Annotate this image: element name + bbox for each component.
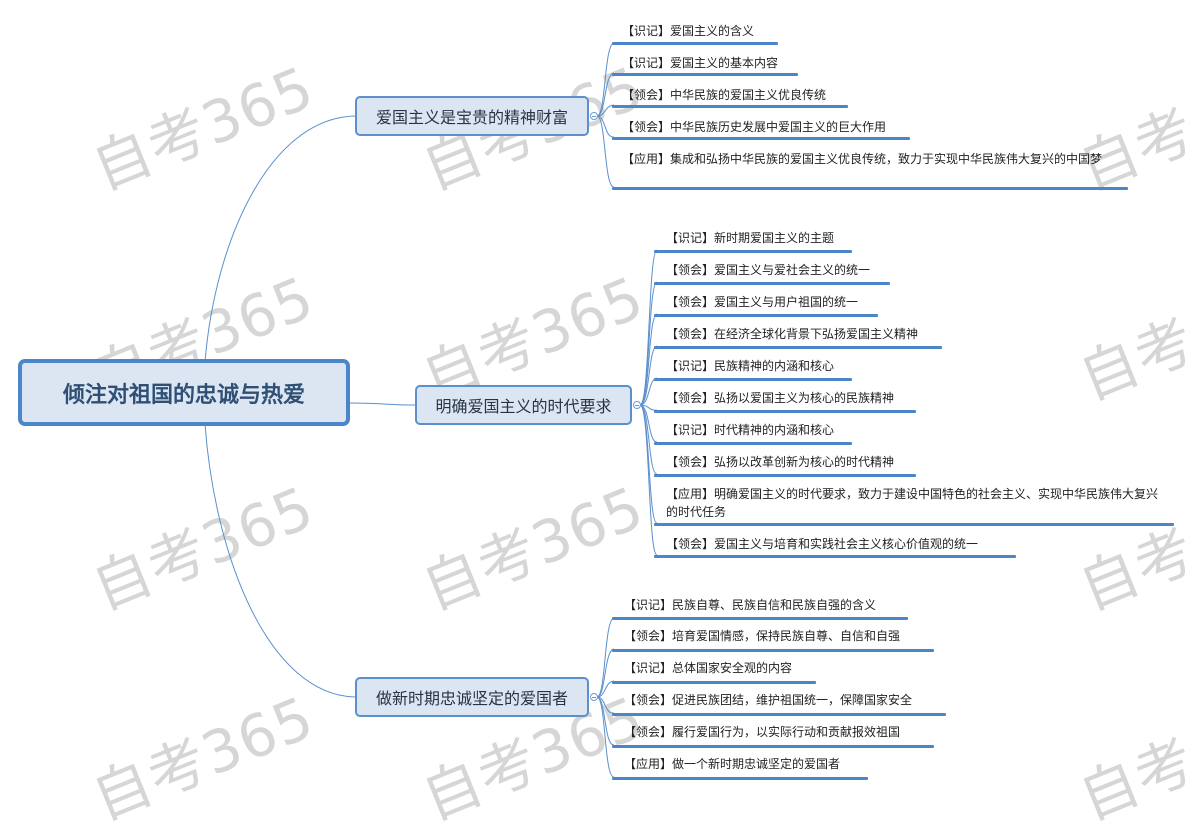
- leaf-underline: [612, 137, 910, 140]
- leaf-tag: 【识记】: [666, 231, 715, 245]
- branch-topic-2[interactable]: 明确爱国主义的时代要求: [415, 385, 632, 425]
- leaf-topic[interactable]: 【识记】爱国主义的基本内容: [622, 54, 778, 72]
- leaf-text: 弘扬以改革创新为核心的时代精神: [714, 455, 895, 469]
- leaf-underline: [654, 346, 942, 349]
- leaf-topic[interactable]: 【识记】民族自尊、民族自信和民族自强的含义: [624, 596, 876, 614]
- leaf-tag: 【领会】: [666, 537, 715, 551]
- leaf-tag: 【领会】: [666, 455, 715, 469]
- leaf-text: 集成和弘扬中华民族的爱国主义优良传统，致力于实现中华民族伟大复兴的中国梦: [670, 152, 1103, 166]
- leaf-topic[interactable]: 【领会】爱国主义与培育和实践社会主义核心价值观的统一: [666, 535, 978, 553]
- leaf-tag: 【识记】: [624, 661, 673, 675]
- leaf-underline: [612, 42, 778, 45]
- leaf-tag: 【应用】: [624, 757, 673, 771]
- leaf-topic[interactable]: 【识记】新时期爱国主义的主题: [666, 229, 834, 247]
- branch-topic-label: 做新时期忠诚坚定的爱国者: [375, 689, 568, 708]
- leaf-underline: [654, 474, 916, 477]
- leaf-underline: [612, 187, 1128, 190]
- leaf-tag: 【应用】: [666, 487, 715, 501]
- leaf-text: 爱国主义的含义: [670, 24, 755, 38]
- leaf-tag: 【领会】: [622, 120, 671, 134]
- leaf-topic[interactable]: 【领会】履行爱国行为，以实际行动和贡献报效祖国: [624, 723, 900, 741]
- leaf-tag: 【识记】: [666, 359, 715, 373]
- leaf-underline: [612, 681, 816, 684]
- leaf-topic[interactable]: 【领会】中华民族历史发展中爱国主义的巨大作用: [622, 118, 886, 136]
- leaf-text: 爱国主义与培育和实践社会主义核心价值观的统一: [714, 537, 979, 551]
- leaf-tag: 【领会】: [624, 725, 673, 739]
- branch-topic-label: 明确爱国主义的时代要求: [435, 397, 612, 416]
- leaf-topic[interactable]: 【应用】明确爱国主义的时代要求，致力于建设中国特色的社会主义、实现中华民族伟大复…: [666, 485, 1166, 521]
- leaf-text: 爱国主义与爱社会主义的统一: [714, 263, 871, 277]
- leaf-underline: [654, 314, 878, 317]
- leaf-text: 爱国主义的基本内容: [670, 56, 779, 70]
- leaf-text: 民族精神的内涵和核心: [714, 359, 835, 373]
- root-topic[interactable]: 倾注对祖国的忠诚与热爱: [18, 359, 350, 426]
- leaf-underline: [612, 777, 868, 780]
- collapse-toggle-icon[interactable]: [590, 693, 598, 701]
- collapse-toggle-icon[interactable]: [590, 112, 598, 120]
- leaf-topic[interactable]: 【领会】弘扬以爱国主义为核心的民族精神: [666, 389, 894, 407]
- leaf-topic[interactable]: 【应用】做一个新时期忠诚坚定的爱国者: [624, 755, 840, 773]
- leaf-text: 爱国主义与用户祖国的统一: [714, 295, 859, 309]
- leaf-underline: [654, 442, 852, 445]
- leaf-text: 时代精神的内涵和核心: [714, 423, 835, 437]
- leaf-topic[interactable]: 【识记】爱国主义的含义: [622, 22, 754, 40]
- leaf-topic[interactable]: 【领会】爱国主义与爱社会主义的统一: [666, 261, 870, 279]
- leaf-topic[interactable]: 【领会】促进民族团结，维护祖国统一，保障国家安全: [624, 691, 912, 709]
- mindmap-canvas: 自考365 自考365 自考365 自考365 自考365 自考365 自考36…: [18, 22, 1189, 833]
- leaf-underline: [654, 555, 1016, 558]
- leaf-tag: 【领会】: [624, 693, 673, 707]
- leaf-tag: 【识记】: [622, 56, 671, 70]
- leaf-tag: 【领会】: [624, 629, 673, 643]
- leaf-underline: [612, 649, 934, 652]
- leaf-underline: [654, 410, 916, 413]
- leaf-text: 中华民族历史发展中爱国主义的巨大作用: [670, 120, 887, 134]
- leaf-tag: 【识记】: [624, 598, 673, 612]
- branch-topic-1[interactable]: 爱国主义是宝贵的精神财富: [355, 96, 589, 136]
- leaf-tag: 【领会】: [666, 295, 715, 309]
- leaf-text: 做一个新时期忠诚坚定的爱国者: [672, 757, 841, 771]
- leaf-tag: 【应用】: [622, 152, 671, 166]
- leaf-underline: [612, 105, 848, 108]
- leaf-tag: 【领会】: [666, 263, 715, 277]
- leaf-text: 履行爱国行为，以实际行动和贡献报效祖国: [672, 725, 901, 739]
- leaf-topic[interactable]: 【领会】在经济全球化背景下弘扬爱国主义精神: [666, 325, 918, 343]
- leaf-text: 中华民族的爱国主义优良传统: [670, 88, 827, 102]
- leaf-underline: [654, 378, 852, 381]
- leaf-underline: [612, 713, 946, 716]
- leaf-text: 明确爱国主义的时代要求，致力于建设中国特色的社会主义、实现中华民族伟大复兴的时代…: [666, 487, 1159, 519]
- leaf-underline: [654, 523, 1174, 526]
- leaf-tag: 【领会】: [666, 327, 715, 341]
- leaf-tag: 【识记】: [666, 423, 715, 437]
- leaf-text: 促进民族团结，维护祖国统一，保障国家安全: [672, 693, 913, 707]
- leaf-topic[interactable]: 【领会】爱国主义与用户祖国的统一: [666, 293, 858, 311]
- leaf-underline: [654, 250, 852, 253]
- leaf-text: 新时期爱国主义的主题: [714, 231, 835, 245]
- leaf-text: 民族自尊、民族自信和民族自强的含义: [672, 598, 877, 612]
- collapse-toggle-icon[interactable]: [633, 401, 641, 409]
- branch-topic-label: 爱国主义是宝贵的精神财富: [375, 108, 568, 127]
- leaf-text: 培育爱国情感，保持民族自尊、自信和自强: [672, 629, 901, 643]
- leaf-topic[interactable]: 【应用】集成和弘扬中华民族的爱国主义优良传统，致力于实现中华民族伟大复兴的中国梦: [622, 150, 1122, 168]
- leaf-topic[interactable]: 【识记】民族精神的内涵和核心: [666, 357, 834, 375]
- leaf-topic[interactable]: 【识记】时代精神的内涵和核心: [666, 421, 834, 439]
- leaf-topic[interactable]: 【识记】总体国家安全观的内容: [624, 659, 792, 677]
- branch-topic-3[interactable]: 做新时期忠诚坚定的爱国者: [355, 677, 589, 717]
- root-topic-label: 倾注对祖国的忠诚与热爱: [62, 382, 305, 408]
- leaf-text: 总体国家安全观的内容: [672, 661, 793, 675]
- leaf-tag: 【识记】: [622, 24, 671, 38]
- leaf-topic[interactable]: 【领会】培育爱国情感，保持民族自尊、自信和自强: [624, 627, 900, 645]
- leaf-underline: [612, 617, 908, 620]
- leaf-underline: [612, 73, 798, 76]
- leaf-underline: [654, 282, 890, 285]
- leaf-tag: 【领会】: [666, 391, 715, 405]
- leaf-text: 在经济全球化背景下弘扬爱国主义精神: [714, 327, 919, 341]
- leaf-topic[interactable]: 【领会】弘扬以改革创新为核心的时代精神: [666, 453, 894, 471]
- leaf-underline: [612, 745, 934, 748]
- leaf-topic[interactable]: 【领会】中华民族的爱国主义优良传统: [622, 86, 826, 104]
- leaf-tag: 【领会】: [622, 88, 671, 102]
- leaf-text: 弘扬以爱国主义为核心的民族精神: [714, 391, 895, 405]
